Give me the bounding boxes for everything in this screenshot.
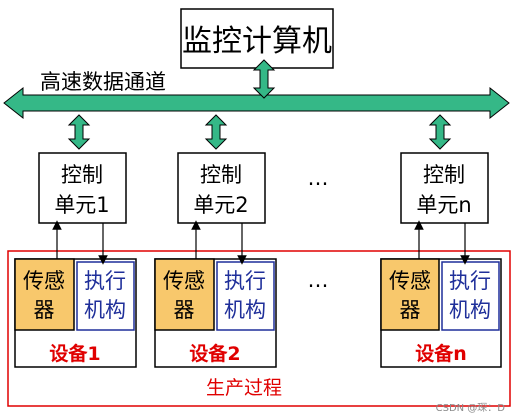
sensor-box-n	[380, 258, 440, 331]
sensor-1-line1: 传感	[23, 269, 65, 293]
controller-2-line1: 控制	[200, 163, 242, 187]
device-n-name: 设备n	[415, 342, 467, 365]
sensor-n-line2: 器	[400, 298, 421, 322]
actuator-n-line2: 机构	[449, 298, 491, 322]
sensor-box-2	[154, 258, 215, 331]
controller-n-line2: 单元n	[416, 193, 471, 217]
actuator-1-line2: 机构	[84, 298, 126, 322]
computer-bus-connector-icon	[252, 59, 276, 99]
device-ellipsis: …	[308, 268, 329, 292]
high-speed-bus	[3, 86, 510, 120]
controller-n-line1: 控制	[423, 163, 465, 187]
watermark-text: CSDN @琛：D	[436, 402, 506, 414]
device-2-name: 设备2	[189, 342, 240, 365]
sensor-2-line2: 器	[174, 298, 195, 322]
actuator-2-line2: 机构	[224, 298, 266, 322]
bus-controllern-connector-icon	[428, 114, 452, 150]
actuator-2-line1: 执行	[224, 269, 266, 293]
controller-1-line2: 单元1	[54, 193, 109, 217]
device-1-name: 设备1	[49, 342, 100, 365]
bus-controller1-connector-icon	[67, 114, 91, 150]
controller-2-line2: 单元2	[193, 193, 248, 217]
monitoring-computer-box	[180, 8, 334, 69]
bus-controller2-connector-icon	[204, 114, 228, 150]
production-process-label: 生产过程	[206, 377, 282, 399]
controller-1-line1: 控制	[61, 163, 103, 187]
production-process-frame	[7, 250, 511, 407]
monitoring-computer-label: 监控计算机	[182, 24, 332, 59]
sensor-2-line1: 传感	[163, 269, 205, 293]
actuator-1-line1: 执行	[84, 269, 126, 293]
sensor-box-1	[14, 258, 75, 331]
bus-arrow-left-icon	[3, 86, 510, 120]
controller-box-2	[177, 152, 266, 224]
controller-box-1	[38, 152, 127, 224]
actuator-box-n	[441, 261, 500, 331]
actuator-n-line1: 执行	[449, 269, 491, 293]
controller-ellipsis: …	[308, 166, 329, 190]
controller-box-n	[400, 152, 489, 224]
controller-device-arrows	[52, 220, 470, 265]
sensor-1-line2: 器	[34, 298, 55, 322]
sensor-n-line1: 传感	[389, 269, 431, 293]
bus-label: 高速数据通道	[40, 70, 166, 94]
